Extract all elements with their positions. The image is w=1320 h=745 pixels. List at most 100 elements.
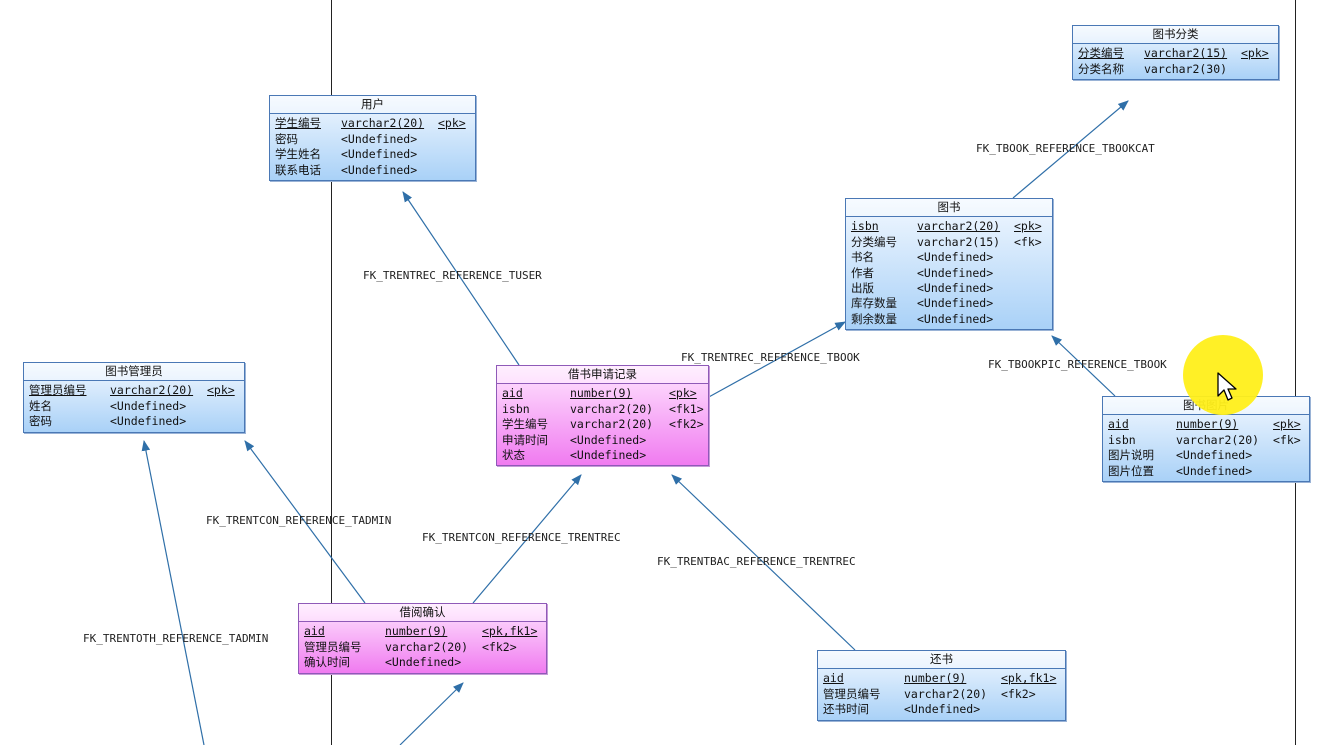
attribute-type: <Undefined> [570,447,647,462]
attribute-name: 分类编号 [1078,46,1124,61]
attribute-name: 剩余数量 [851,311,897,326]
attribute-row[interactable]: 图片说明<Undefined> [1108,448,1304,463]
attribute-name: aid [823,671,844,686]
entity-title: 图书管理员 [24,363,244,382]
attribute-row[interactable]: 还书时间<Undefined> [823,702,1060,717]
attribute-key: <pk> [438,116,466,131]
attribute-row[interactable]: 学生姓名 <Undefined> [275,147,470,162]
attribute-row[interactable]: 密码 <Undefined> [29,414,239,429]
attribute-row[interactable]: 申请时间<Undefined> [502,433,703,448]
attribute-type: <Undefined> [110,414,187,429]
connector-bookpic-book[interactable] [1051,335,1116,397]
attribute-name: isbn [851,219,879,234]
attribute-type: varchar2(30) [1144,61,1228,76]
attribute-type: <Undefined> [904,702,981,717]
connector-rentcon-admin[interactable] [244,440,366,604]
attribute-type: <Undefined> [917,311,994,326]
entity-bookpic[interactable]: 图书图片 aidnumber(9)<pk>isbnvarchar2(20)<fk… [1102,396,1310,482]
attribute-type: varchar2(20) [570,401,654,416]
attribute-row[interactable]: 库存数量<Undefined> [851,296,1047,311]
connector-rentrec-user[interactable] [402,191,520,366]
attribute-type: <Undefined> [341,147,418,162]
attribute-row[interactable]: 状态<Undefined> [502,448,703,463]
attribute-name: 联系电话 [275,162,321,177]
attribute-name: 姓名 [29,398,52,413]
attribute-row[interactable]: 分类名称 varchar2(30) [1078,62,1273,77]
attribute-name: 管理员编号 [304,639,362,654]
attribute-name: isbn [1108,432,1136,447]
connector-rentoth-admin[interactable] [141,439,205,745]
connector-book-bookcat[interactable] [1012,100,1129,199]
attribute-row[interactable]: 剩余数量 <Undefined> [851,312,1047,327]
attribute-row[interactable]: 书名<Undefined> [851,250,1047,265]
attribute-type: number(9) [570,386,633,401]
attribute-key: <pk> [669,386,697,401]
attribute-row[interactable]: 密码<Undefined> [275,132,470,147]
attribute-key: <fk1> [669,401,704,416]
attribute-name: 密码 [29,414,52,429]
attribute-type: <Undefined> [917,265,994,280]
attribute-row[interactable]: 图片位置<Undefined> [1108,464,1304,479]
relation-label-trentoth-tadmin: FK_TRENTOTH_REFERENCE_TADMIN [83,632,269,645]
relation-label-trentcon-tadmin: FK_TRENTCON_REFERENCE_TADMIN [206,514,392,527]
attribute-key: <pk> [1014,219,1042,234]
attribute-type: varchar2(15) [917,234,1001,249]
attribute-type: <Undefined> [341,162,418,177]
connector-rentcon-rentrec[interactable] [472,474,582,604]
attribute-type: <Undefined> [917,296,994,311]
relation-label-tbook: FK_TRENTREC_REFERENCE_TBOOK [681,351,860,364]
attribute-type: varchar2(15) [1144,46,1228,61]
cursor-highlight [1183,335,1263,415]
connector-rentrec-book[interactable] [706,321,846,399]
attribute-row[interactable]: 联系电话 <Undefined> [275,163,470,178]
attribute-type: <Undefined> [110,398,187,413]
attribute-row[interactable]: 出版<Undefined> [851,281,1047,296]
attribute-name: 作者 [851,265,874,280]
attribute-name: 分类编号 [851,234,897,249]
connector-offscreen-rentcon[interactable] [399,682,464,745]
attribute-name: 学生姓名 [275,147,321,162]
attribute-type: number(9) [385,624,448,639]
relation-label-trentbac-trentrec: FK_TRENTBAC_REFERENCE_TRENTREC [657,555,856,568]
page-boundary-left [331,0,332,745]
attribute-type: varchar2(20) [1176,432,1260,447]
attribute-key: <pk> [1273,417,1301,432]
attribute-name: 确认时间 [304,655,350,670]
entity-title: 借书申请记录 [497,366,708,385]
attribute-row[interactable]: 姓名 <Undefined> [29,399,239,414]
attribute-type: number(9) [1176,417,1239,432]
attribute-key: <fk2> [669,417,704,432]
attribute-name: 分类名称 [1078,61,1124,76]
connector-rentbac-rentrec[interactable] [671,474,856,651]
attribute-name: 学生编号 [275,116,321,131]
attribute-row[interactable]: 确认时间<Undefined> [304,655,541,670]
attribute-type: varchar2(20) [385,639,469,654]
attribute-row[interactable]: 作者 <Undefined> [851,266,1047,281]
attribute-name: 图片说明 [1108,448,1154,463]
